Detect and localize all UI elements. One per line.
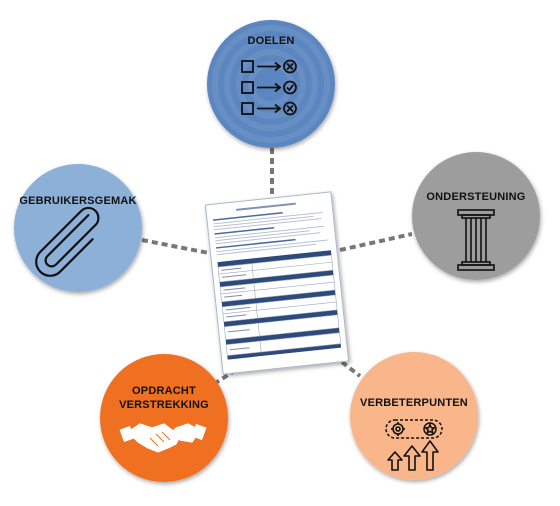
node-opdracht: OPDRACHT VERSTREKKING (100, 354, 228, 482)
doelen-circle (207, 20, 335, 148)
paperclip-icon (35, 206, 100, 277)
arrow-up-icon (387, 440, 439, 471)
opdracht-label-line1: OPDRACHT (132, 385, 196, 397)
handshake-icon (119, 423, 207, 453)
opdracht-circle (100, 354, 228, 482)
node-ondersteuning: ONDERSTEUNING (412, 152, 540, 280)
doelen-label: DOELEN (247, 35, 294, 47)
verbeterpunten-label: VERBETERPUNTEN (360, 397, 468, 409)
pillar-icon (457, 209, 495, 271)
node-doelen: DOELEN (207, 20, 335, 148)
node-verbeterpunten: VERBETERPUNTEN (350, 352, 478, 480)
ondersteuning-label: ONDERSTEUNING (426, 191, 525, 203)
star-badge-icon (423, 422, 437, 436)
connector-ondersteuning (339, 232, 413, 252)
central-document (204, 191, 350, 375)
gebruikersgemak-circle (14, 164, 142, 292)
verbeterpunten-circle (350, 352, 478, 480)
checklist-icon (241, 59, 297, 116)
opdracht-label-line2: VERSTREKKING (119, 399, 209, 411)
ondersteuning-circle (412, 152, 540, 280)
node-gebruikersgemak: GEBRUIKERSGEMAK (14, 164, 142, 292)
gear-icon (391, 422, 405, 436)
improvement-icon (385, 419, 443, 471)
connector-gebruikersgemak (141, 238, 215, 256)
gebruikersgemak-label: GEBRUIKERSGEMAK (19, 195, 136, 207)
